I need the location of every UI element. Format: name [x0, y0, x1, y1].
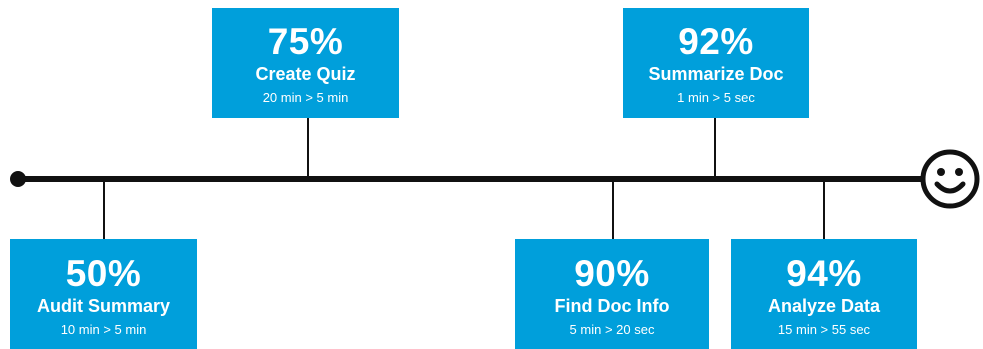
milestone-card-summarize-doc: 92% Summarize Doc 1 min > 5 sec — [623, 8, 809, 118]
milestone-detail: 20 min > 5 min — [262, 90, 349, 105]
connector-summarize-doc — [714, 117, 716, 177]
milestone-title: Audit Summary — [36, 296, 171, 316]
milestone-card-create-quiz: 75% Create Quiz 20 min > 5 min — [212, 8, 399, 118]
timeline-start-dot — [10, 171, 26, 187]
smiley-face-icon — [920, 149, 980, 209]
milestone-detail: 10 min > 5 min — [60, 322, 147, 337]
milestone-percent: 90% — [574, 253, 650, 294]
connector-audit-summary — [103, 181, 105, 239]
milestone-title: Analyze Data — [767, 296, 881, 316]
milestone-detail: 5 min > 20 sec — [569, 322, 655, 337]
milestone-title: Summarize Doc — [648, 64, 784, 84]
milestone-card-analyze-data: 94% Analyze Data 15 min > 55 sec — [731, 239, 917, 349]
milestone-detail: 15 min > 55 sec — [777, 322, 871, 337]
milestone-card-find-doc-info: 90% Find Doc Info 5 min > 20 sec — [515, 239, 709, 349]
connector-find-doc-info — [612, 181, 614, 239]
connector-create-quiz — [307, 117, 309, 177]
milestone-card-audit-summary: 50% Audit Summary 10 min > 5 min — [10, 239, 197, 349]
timeline-line — [18, 176, 926, 182]
milestone-percent: 50% — [65, 253, 142, 294]
milestone-detail: 1 min > 5 sec — [677, 90, 755, 105]
milestone-title: Create Quiz — [255, 64, 356, 84]
milestone-percent: 94% — [786, 253, 862, 294]
connector-analyze-data — [823, 181, 825, 239]
milestone-title: Find Doc Info — [554, 296, 670, 316]
milestone-percent: 92% — [678, 21, 754, 62]
milestone-percent: 75% — [267, 21, 344, 62]
